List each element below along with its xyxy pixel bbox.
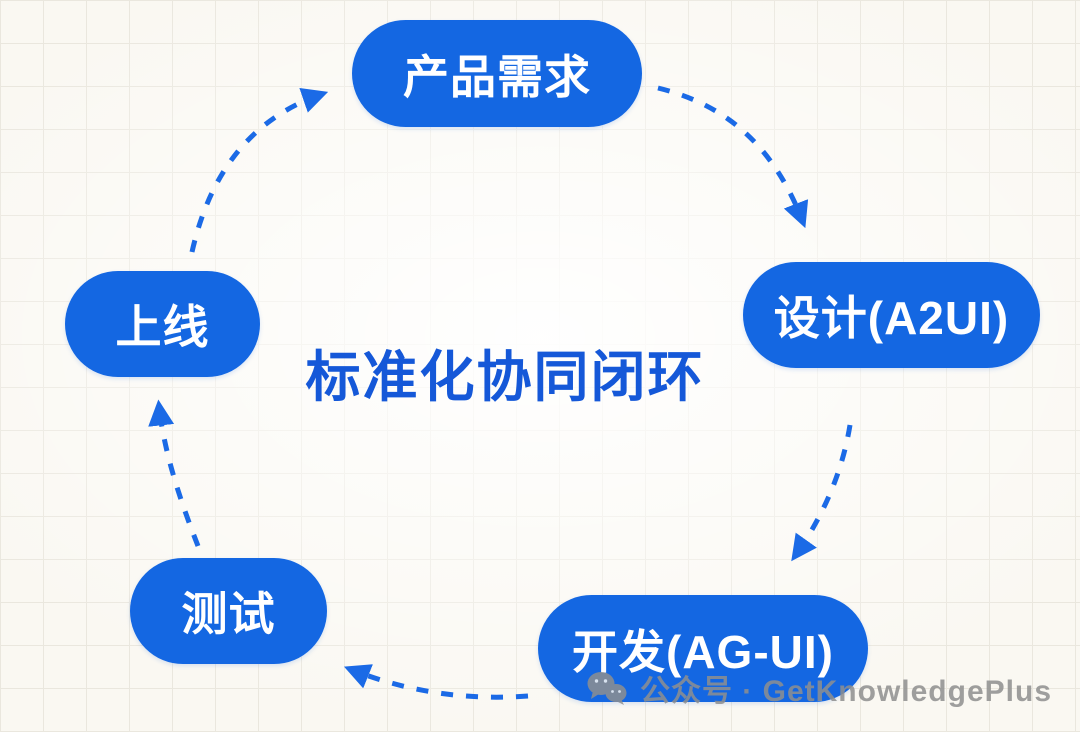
diagram-title: 标准化协同闭环 (305, 346, 705, 408)
arrow-testing-to-launch (148, 399, 201, 547)
node-testing: 测试 (130, 558, 327, 664)
arrow-development-to-testing (343, 664, 529, 700)
watermark: 公众号 · GetKnowledgePlus (586, 666, 1052, 710)
arrow-launch-to-requirements (189, 88, 329, 253)
watermark-text: 公众号 · GetKnowledgePlus (639, 675, 1052, 708)
arrow-design-to-development (791, 424, 853, 562)
node-design: 设计(A2UI) (743, 262, 1040, 368)
node-launch: 上线 (65, 271, 260, 377)
wechat-icon (587, 672, 627, 705)
node-requirements: 产品需求 (352, 20, 642, 127)
arrow-requirements-to-design (657, 85, 809, 229)
